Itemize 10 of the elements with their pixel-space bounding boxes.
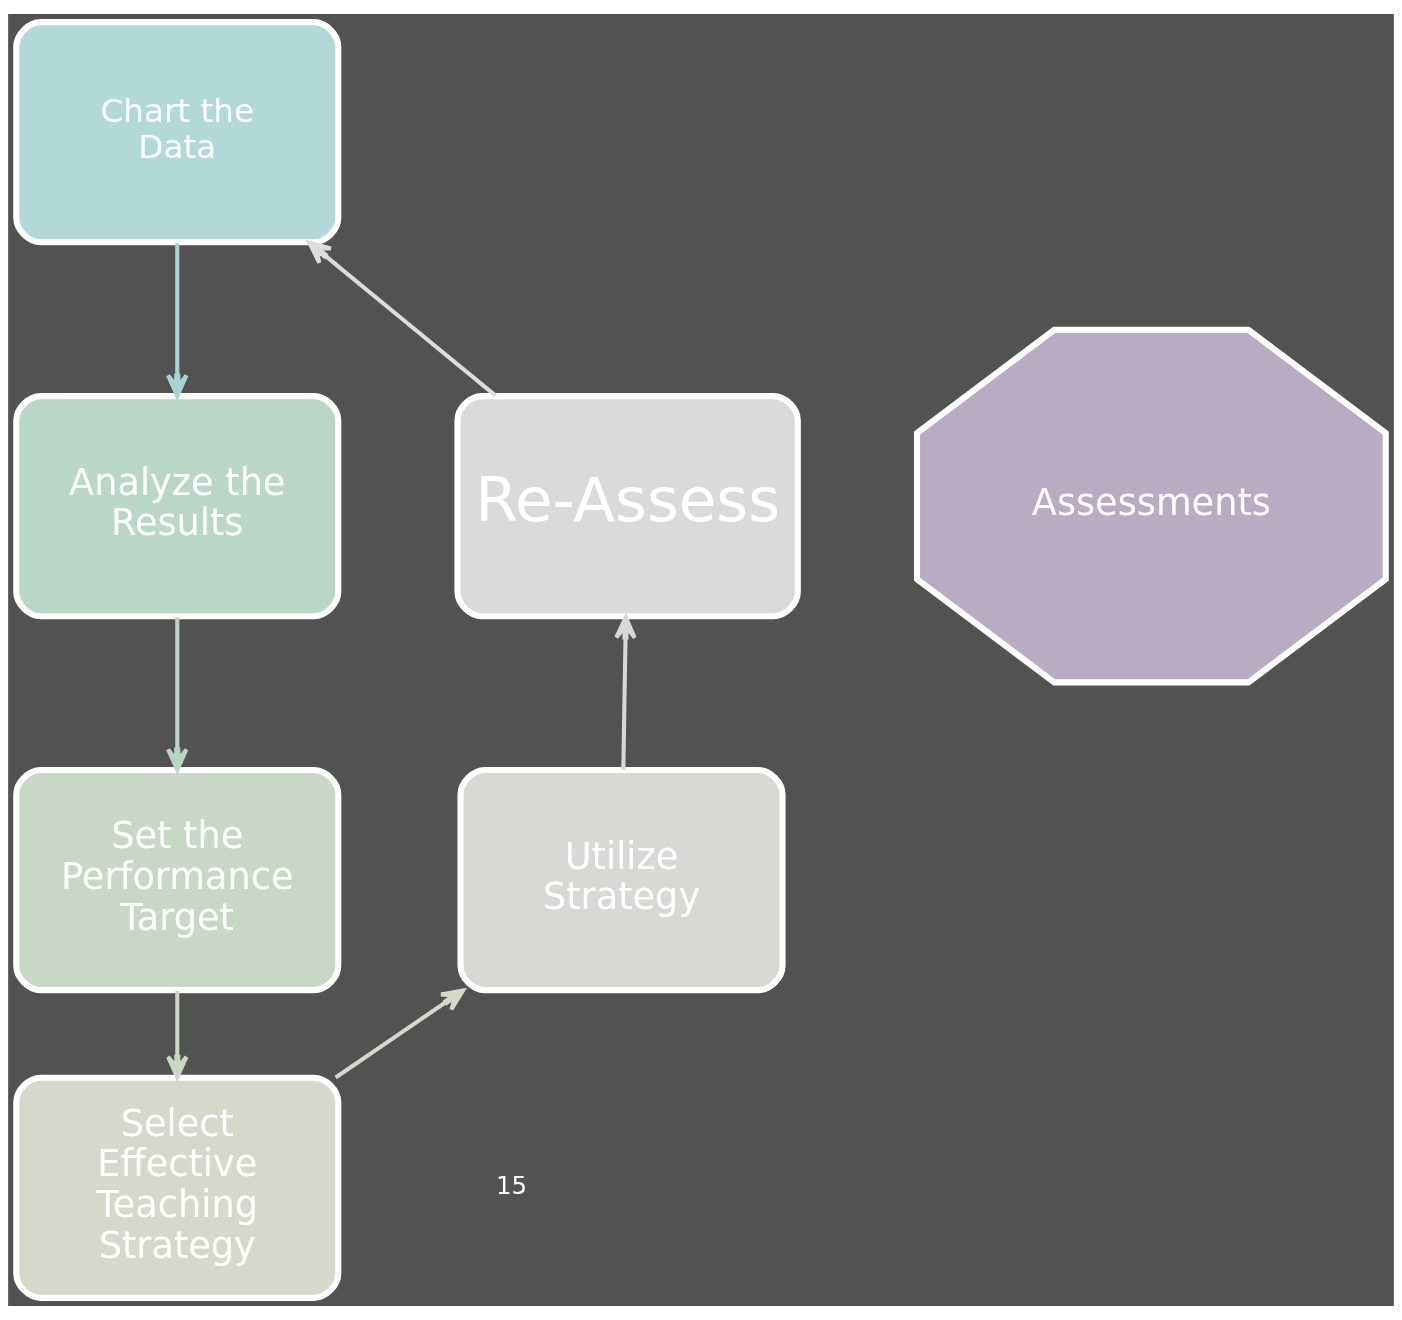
- arrow: [166, 617, 189, 772]
- label: 15: [495, 1171, 528, 1201]
- arrow: [307, 240, 497, 398]
- arrow: [614, 615, 637, 770]
- arrow: [166, 990, 189, 1080]
- node-box: Chart the Data: [13, 19, 342, 246]
- node-box: Set the Performance Target: [13, 767, 342, 994]
- arrow: [334, 988, 466, 1080]
- node-box: Analyze the Results: [13, 393, 342, 620]
- arrow: [166, 243, 189, 398]
